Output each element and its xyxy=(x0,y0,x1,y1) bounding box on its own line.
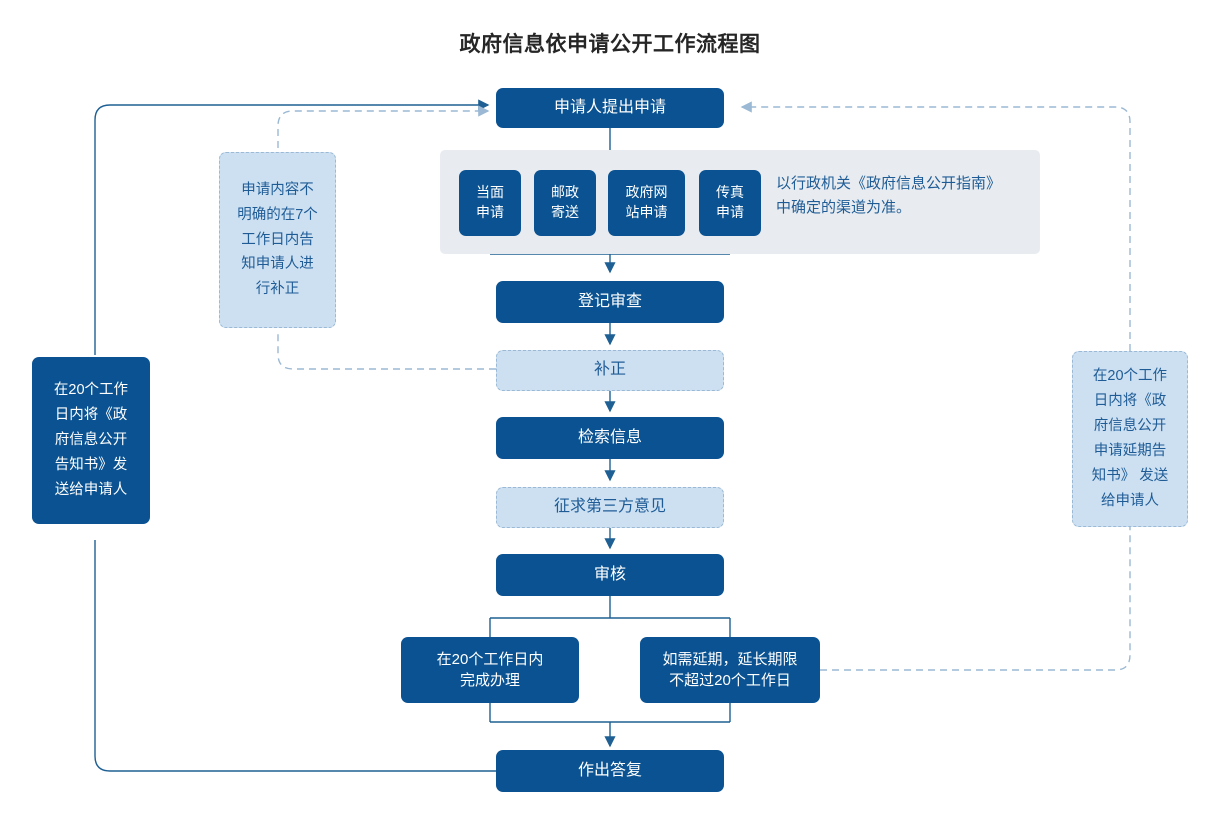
node-finish-20days-label: 在20个工作日内 完成办理 xyxy=(436,650,544,689)
node-channel-inperson-label: 当面 申请 xyxy=(476,184,504,220)
node-channel-post[interactable]: 邮政 寄送 xyxy=(534,170,596,236)
node-channel-inperson[interactable]: 当面 申请 xyxy=(459,170,521,236)
node-supplement[interactable]: 补正 xyxy=(496,350,724,391)
node-register-review-label: 登记审查 xyxy=(577,292,642,310)
node-extend[interactable]: 如需延期，延长期限 不超过20个工作日 xyxy=(640,637,820,703)
node-channel-fax[interactable]: 传真 申请 xyxy=(699,170,761,236)
page-title: 政府信息依申请公开工作流程图 xyxy=(459,33,761,56)
node-search-info[interactable]: 检索信息 xyxy=(496,417,724,459)
node-apply-label: 申请人提出申请 xyxy=(553,98,666,116)
node-reply[interactable]: 作出答复 xyxy=(496,750,724,792)
node-third-party[interactable]: 征求第三方意见 xyxy=(496,487,724,528)
node-register-review[interactable]: 登记审查 xyxy=(496,281,724,323)
note-left-solid[interactable]: 在20个工作 日内将《政 府信息公开 告知书》发 送给申请人 xyxy=(32,357,150,524)
node-supplement-label: 补正 xyxy=(593,361,626,379)
note-right-dashed-label: 在20个工作 日内将《政 府信息公开 申请延期告 知书》 发送 给申请人 xyxy=(1091,368,1169,509)
note-right-dashed[interactable]: 在20个工作 日内将《政 府信息公开 申请延期告 知书》 发送 给申请人 xyxy=(1072,351,1188,527)
channel-note: 以行政机关《政府信息公开指南》 中确定的渠道为准。 xyxy=(776,175,1002,217)
node-audit-label: 审核 xyxy=(593,565,626,583)
node-audit[interactable]: 审核 xyxy=(496,554,724,596)
note-left-dashed[interactable]: 申请内容不 明确的在7个 工作日内告 知申请人进 行补正 xyxy=(219,152,336,328)
note-left-dashed-label: 申请内容不 明确的在7个 工作日内告 知申请人进 行补正 xyxy=(237,181,318,298)
node-extend-label: 如需延期，延长期限 不超过20个工作日 xyxy=(662,650,798,689)
node-apply[interactable]: 申请人提出申请 xyxy=(496,88,724,128)
node-third-party-label: 征求第三方意见 xyxy=(553,498,666,516)
node-finish-20days[interactable]: 在20个工作日内 完成办理 xyxy=(401,637,579,703)
node-search-info-label: 检索信息 xyxy=(577,428,642,446)
node-channel-web[interactable]: 政府网 站申请 xyxy=(608,170,685,236)
node-channel-fax-label: 传真 申请 xyxy=(716,184,744,220)
note-left-solid-label: 在20个工作 日内将《政 府信息公开 告知书》发 送给申请人 xyxy=(53,382,129,498)
node-channel-post-label: 邮政 寄送 xyxy=(551,184,579,220)
node-reply-label: 作出答复 xyxy=(577,761,642,779)
node-channel-web-label: 政府网 站申请 xyxy=(625,184,668,220)
